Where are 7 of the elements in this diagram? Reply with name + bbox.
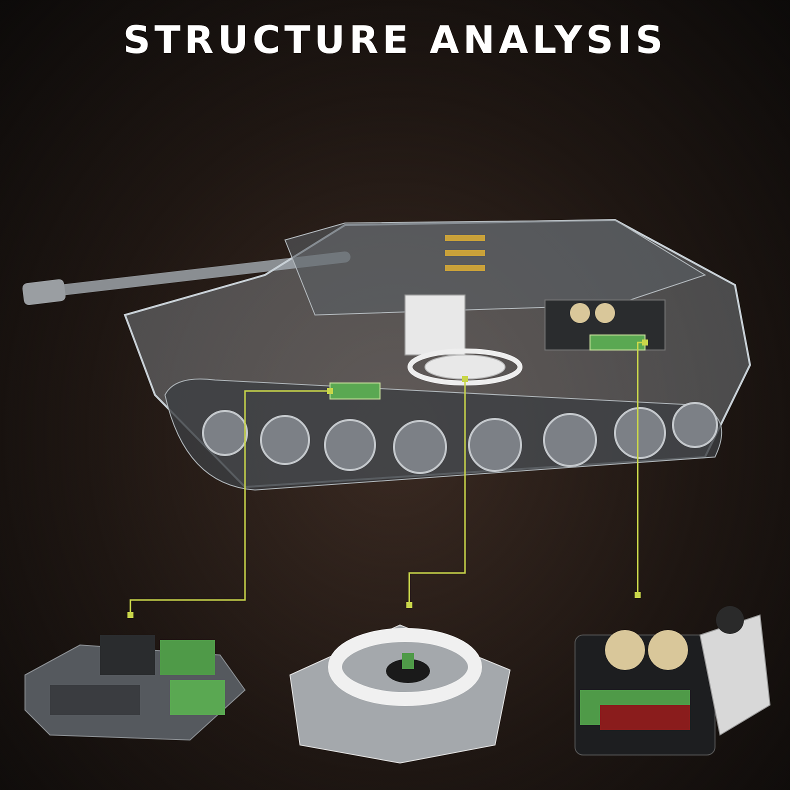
title: STRUCTURE ANALYSIS [122,18,668,62]
leader-line [127,388,333,618]
turntable-marker [425,355,505,379]
engine-marker [590,335,645,350]
module-marker [330,383,380,399]
leader-line [406,376,468,608]
leader-line [634,340,648,598]
